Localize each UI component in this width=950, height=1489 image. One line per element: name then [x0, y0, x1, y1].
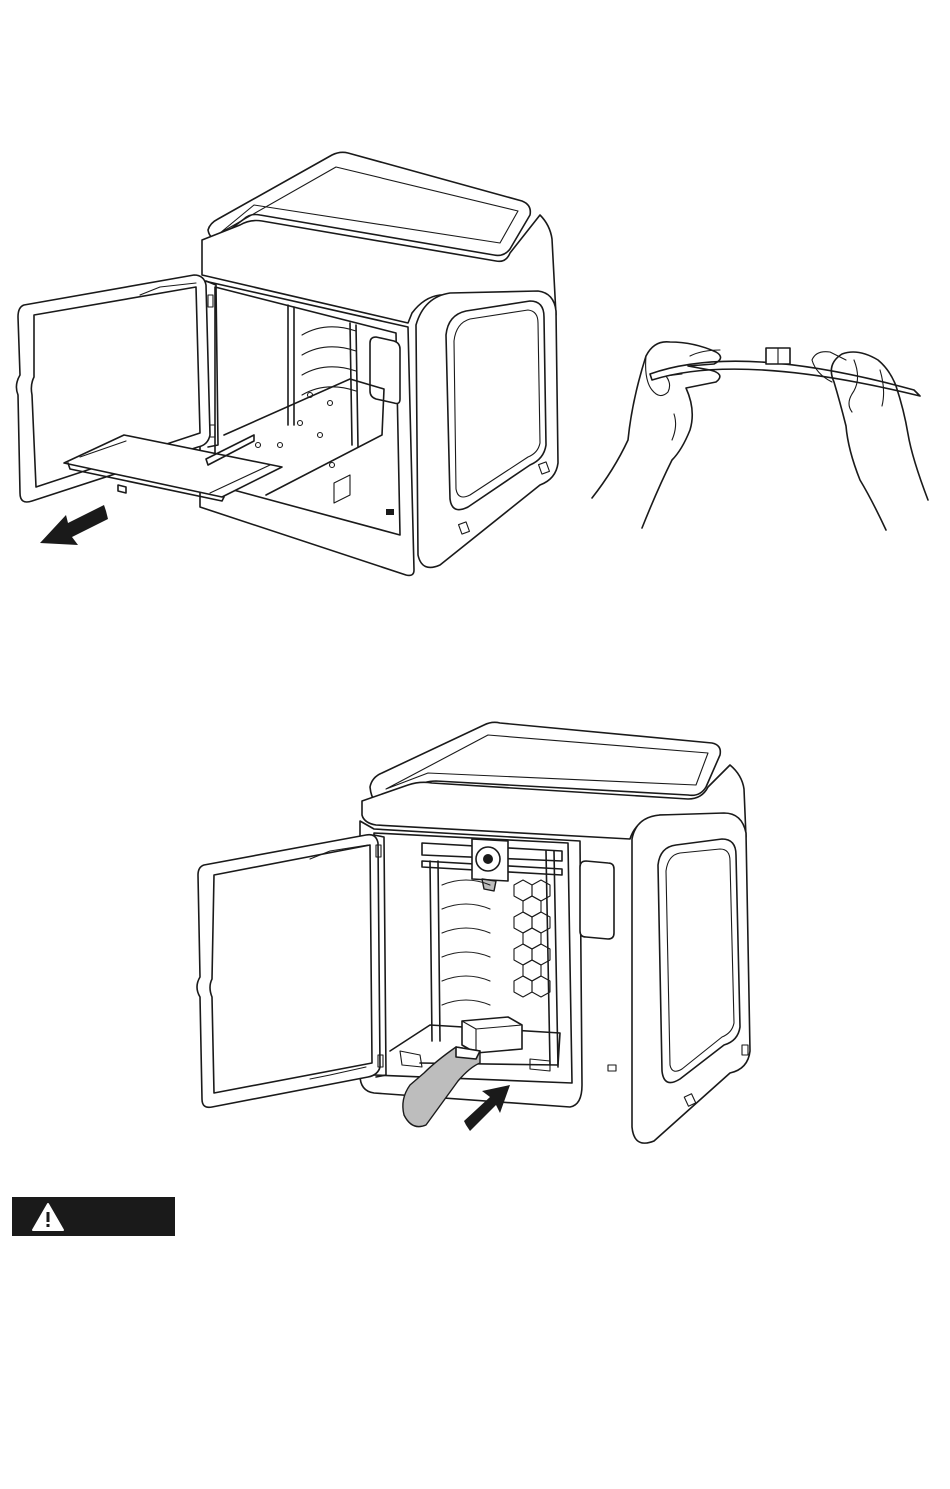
warning-triangle-icon [31, 1202, 65, 1232]
printer-icon [190, 715, 760, 1145]
hands-icon [590, 330, 930, 540]
figure-remove-build-plate [10, 145, 580, 585]
arrow-in-icon [462, 1085, 512, 1135]
warning-banner [12, 1197, 175, 1236]
figure-scrape-print [190, 715, 760, 1145]
arrow-out-icon [40, 505, 110, 555]
figure-flex-build-plate [590, 330, 930, 540]
